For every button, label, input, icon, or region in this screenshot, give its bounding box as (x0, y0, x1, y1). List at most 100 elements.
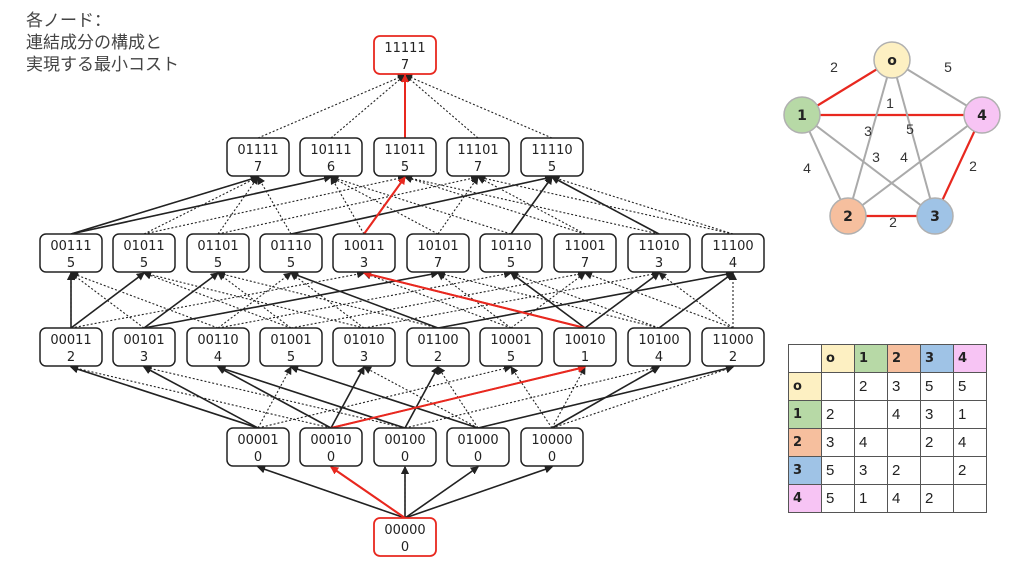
node-box (112, 327, 176, 367)
node-cost-label: 5 (140, 256, 148, 271)
table-cell: 5 (953, 372, 987, 401)
node-box (373, 137, 437, 177)
node-box (373, 517, 437, 557)
col-header-3: 3 (920, 344, 954, 373)
table-cell (854, 400, 888, 429)
row-header-0: o (788, 372, 822, 401)
node-code-label: 01111 (237, 143, 278, 158)
cost-matrix-table: o 1 2 3 4 o 2 3 5 5 1 2 4 3 1 2 3 4 2 4 … (788, 344, 987, 513)
chosen-transition-arrow (510, 176, 553, 235)
node-box (373, 35, 437, 75)
graph-node-label: 4 (977, 108, 987, 124)
node-code-label: 00011 (50, 333, 91, 348)
chosen-transition-arrow (217, 366, 332, 429)
edge-weight-label: 2 (889, 214, 897, 230)
node-code-label: 11000 (712, 333, 753, 348)
transition-arrow (290, 270, 586, 329)
transition-arrow (217, 270, 439, 329)
edge-weight-label: 1 (886, 95, 894, 111)
node-cost-label: 5 (287, 350, 295, 365)
transition-arrow (217, 174, 479, 235)
node-box (553, 327, 617, 367)
node-cost-label: 6 (327, 160, 335, 175)
transition-arrow (510, 272, 586, 329)
table-cell: 4 (887, 484, 921, 513)
table-corner (788, 344, 822, 373)
row-header-2: 2 (788, 428, 822, 457)
optimal-transition-arrow (330, 466, 406, 519)
graph-edge-0-3 (891, 59, 936, 217)
graph-node-label: 1 (797, 108, 807, 124)
chosen-transition-arrow (143, 270, 439, 329)
node-cost-label: 7 (401, 58, 409, 73)
table-cell: 3 (887, 372, 921, 401)
node-box (479, 233, 543, 273)
node-cost-label: 1 (581, 350, 589, 365)
node-cost-label: 3 (360, 350, 368, 365)
lattice-node-11000: 11000 2 (701, 327, 765, 367)
chosen-transition-arrow (290, 174, 553, 235)
transition-arrow (584, 271, 734, 329)
table-row: 2 3 4 2 4 (788, 428, 987, 457)
lattice-nodes: 0000000000100001000010000100001000000001… (39, 35, 765, 557)
node-box (226, 137, 290, 177)
table-cell: 2 (887, 456, 921, 485)
table-cell: 5 (821, 484, 855, 513)
node-cost-label: 0 (327, 450, 335, 465)
transition-arrow (143, 364, 406, 429)
node-box (701, 233, 765, 273)
table-header-row: o 1 2 3 4 (788, 344, 987, 373)
node-code-label: 00110 (197, 333, 238, 348)
chosen-transition-arrow (143, 366, 259, 429)
table-cell (920, 456, 954, 485)
chosen-transition-arrow (143, 272, 219, 329)
graph-node-2 (829, 197, 867, 235)
node-box (520, 137, 584, 177)
transition-arrow (404, 174, 660, 235)
node-code-label: 11001 (564, 239, 605, 254)
graph-edge-0-2 (847, 59, 893, 217)
node-cost-label: 0 (401, 540, 409, 555)
node-cost-label: 2 (729, 350, 737, 365)
node-cost-label: 0 (401, 450, 409, 465)
chosen-transition-arrow (658, 272, 734, 329)
transition-arrow (477, 174, 734, 235)
node-code-label: 10000 (531, 433, 572, 448)
node-cost-label: 7 (581, 256, 589, 271)
node-cost-label: 5 (401, 160, 409, 175)
transition-arrow (257, 366, 292, 429)
caption-line-3: 実現する最小コスト (26, 55, 179, 75)
table-row: o 2 3 5 5 (788, 372, 987, 401)
chosen-transition-arrow (70, 365, 259, 429)
node-code-label: 10110 (490, 239, 531, 254)
table-cell: 4 (887, 400, 921, 429)
node-code-label: 01000 (457, 433, 498, 448)
transition-arrow (70, 270, 365, 329)
node-box (520, 427, 584, 467)
table-cell: 2 (920, 428, 954, 457)
table-cell (821, 372, 855, 401)
table-row: 4 5 1 4 2 (788, 484, 987, 513)
optimal-transition-arrow (330, 364, 586, 429)
transition-arrow (404, 74, 553, 139)
node-code-label: 11010 (638, 239, 679, 254)
chosen-transition-arrow (404, 366, 439, 429)
node-box (39, 233, 103, 273)
node-code-label: 11100 (712, 239, 753, 254)
edge-weight-label: 3 (864, 123, 872, 139)
table-cell: 5 (821, 456, 855, 485)
chosen-transition-arrow (330, 366, 365, 429)
table-cell: 3 (920, 400, 954, 429)
